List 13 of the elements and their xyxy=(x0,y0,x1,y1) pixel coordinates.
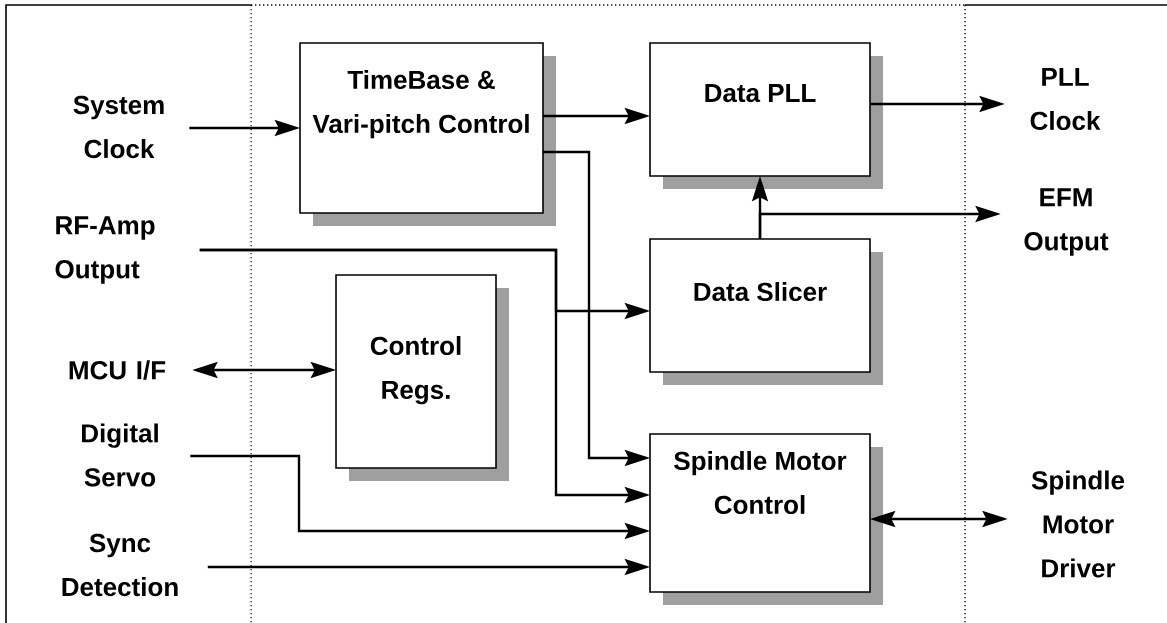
signal-label: RF-Amp Output xyxy=(55,216,155,284)
block-box: Control Regs. xyxy=(335,274,509,481)
signal-label: PLL Clock xyxy=(1030,67,1101,131)
block-box: Spindle Motor Control xyxy=(649,433,883,605)
block-box: Data Slicer xyxy=(649,238,883,385)
block-box: TimeBase & Vari-pitch Control xyxy=(299,42,556,226)
signal-label: Digital Servo xyxy=(82,423,158,487)
signal-label: Sync Detection xyxy=(62,533,178,597)
signal-label: Spindle Motor Driver xyxy=(1031,470,1125,578)
block-box: Data PLL xyxy=(649,42,883,189)
signal-label: EFM Output xyxy=(1024,188,1109,256)
signal-label: MCU I/F xyxy=(69,360,166,380)
signal-label: System Clock xyxy=(73,95,164,159)
